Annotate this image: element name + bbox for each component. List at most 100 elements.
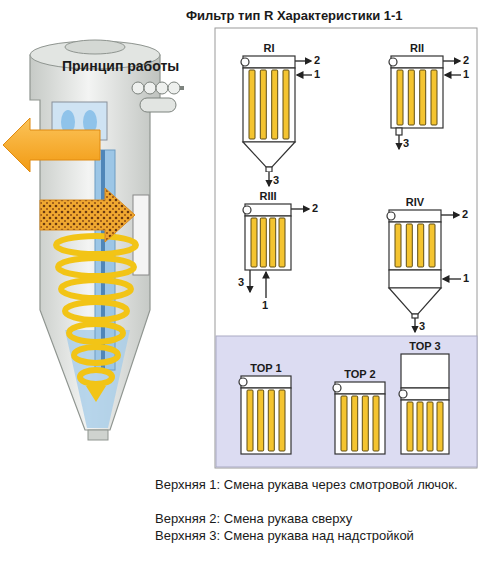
filter-illustration	[3, 40, 184, 440]
callout-number: 2	[312, 202, 318, 215]
dust-outlet	[412, 314, 418, 318]
blow-pipe	[333, 384, 341, 392]
dust-outlet	[396, 128, 402, 135]
filter-bag	[427, 402, 433, 451]
dust-outlet	[266, 167, 272, 172]
roof-dome	[65, 40, 125, 54]
flow-arrow	[295, 60, 311, 61]
variant-heading: TOP 3	[398, 340, 452, 353]
filter-bag	[420, 70, 426, 125]
blow-pipe	[239, 378, 247, 386]
flow-arrow	[414, 318, 415, 332]
housing	[391, 68, 443, 128]
dust-outlet	[88, 430, 108, 440]
filter-outline	[240, 42, 298, 172]
housing	[401, 400, 449, 454]
inlet-box	[389, 270, 441, 288]
callout-number: 3	[403, 137, 409, 150]
filter-bag	[362, 396, 368, 451]
housing	[245, 216, 291, 270]
caption-note: Верхняя 3: Смена рукава над надстройкой	[155, 527, 467, 544]
spiral-turn	[56, 236, 136, 254]
variant-heading: RI	[240, 42, 298, 55]
filter-bag	[247, 390, 253, 451]
filter-bag	[408, 70, 414, 125]
filter-outline	[238, 362, 294, 458]
filter-bag	[437, 402, 443, 451]
top-variants-panel	[216, 336, 477, 467]
spiral-tip	[86, 386, 106, 402]
filter-bag	[279, 218, 285, 267]
flow-arrow	[443, 60, 460, 61]
inspection-hatch	[133, 195, 149, 275]
filter-bag	[418, 224, 424, 267]
callout-number: 2	[314, 54, 320, 67]
dirty-gas-arrow	[40, 188, 135, 242]
superstructure	[401, 354, 449, 388]
callout-number: 2	[463, 54, 469, 67]
callout-number: 1	[463, 272, 469, 285]
housing	[243, 68, 295, 142]
clean-gas-chamber	[245, 204, 291, 216]
filter-bag	[283, 70, 289, 139]
blow-pipe	[387, 212, 395, 220]
filter-outline	[332, 368, 388, 458]
variants-panel	[215, 28, 477, 468]
housing	[335, 394, 385, 454]
dust-spiral	[56, 236, 136, 384]
filter-variant: RII	[388, 42, 446, 147]
flow-arrow	[398, 135, 399, 149]
filter-bag	[373, 396, 379, 451]
clean-gas-chamber	[391, 56, 443, 68]
spiral-turn	[69, 324, 123, 342]
callout-number: 3	[419, 320, 425, 333]
filter-bag	[429, 224, 435, 267]
valve	[132, 82, 144, 94]
spiral-turn	[65, 302, 127, 320]
filter-variant: RI	[240, 42, 298, 172]
filter-bag	[417, 402, 423, 451]
filter-bag	[270, 218, 276, 267]
air-tank	[140, 98, 176, 112]
callout-number: 3	[238, 276, 244, 289]
filter-outline	[388, 42, 446, 147]
filter-bag	[260, 70, 266, 139]
caption-note: Верхняя 1: Смена рукава через смотровой …	[155, 476, 467, 493]
filter-bag	[260, 218, 266, 267]
filter-bag	[406, 224, 412, 267]
filter-bag	[279, 390, 285, 451]
filter-bag	[341, 396, 347, 451]
variant-heading: TOP 2	[332, 368, 388, 381]
variant-heading: RIII	[242, 190, 294, 203]
filter-bag	[397, 70, 403, 125]
filter-variant: RIII	[242, 190, 294, 285]
section-heading: Принцип работы	[62, 58, 179, 75]
title: Фильтр тип R Характеристики 1-1	[186, 8, 403, 24]
flow-arrow	[249, 270, 250, 292]
flow-arrow	[291, 208, 309, 209]
variant-heading: RIV	[386, 196, 444, 209]
variant-heading: TOP 1	[238, 362, 294, 375]
clean-gas-chamber	[389, 210, 441, 222]
clean-gas-chamber	[241, 376, 291, 388]
flow-arrow	[297, 74, 312, 75]
caption-note: Верхняя 2: Смена рукава сверху	[155, 510, 467, 527]
callout-number: 1	[314, 68, 320, 81]
filter-outline	[398, 340, 452, 458]
filter-bag	[249, 70, 255, 139]
filter-bag	[431, 70, 437, 125]
filter-bag	[395, 224, 401, 267]
blow-pipe	[243, 206, 251, 214]
valve	[156, 82, 168, 94]
filter-variant: TOP 3	[398, 340, 452, 458]
filter-variant: RIV	[386, 196, 444, 336]
housing	[241, 388, 291, 454]
clean-gas-arrow	[3, 118, 100, 172]
callout-number: 1	[463, 68, 469, 81]
flow-arrow	[265, 272, 266, 298]
housing	[389, 222, 441, 270]
filter-variant: TOP 2	[332, 368, 388, 458]
flow-arrow	[268, 172, 269, 186]
flow-arrow	[445, 74, 461, 75]
